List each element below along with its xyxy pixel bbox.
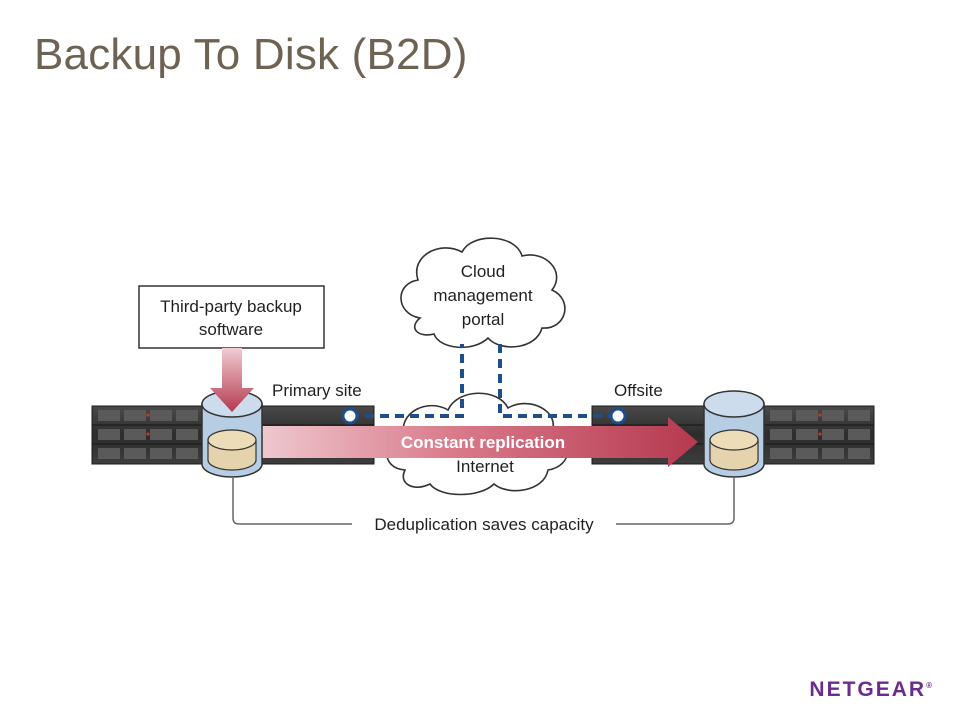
backup-software-box: [138, 285, 325, 349]
offsite-node: [609, 407, 627, 425]
cloud-management-portal-icon: [400, 237, 566, 349]
internet-label: Internet: [456, 457, 514, 476]
registered-mark: ®: [926, 681, 932, 690]
backup-down-arrow: [210, 348, 254, 412]
netgear-logo-text: NETGEAR: [809, 678, 927, 701]
cloud-label-line-1: Cloud: [461, 262, 505, 281]
replication-label: Constant replication: [401, 433, 565, 452]
constant-replication-arrow: [258, 417, 698, 467]
primary-site-label: Primary site: [272, 381, 362, 400]
slide-title: Backup To Disk (B2D): [34, 30, 468, 79]
cloud-label-line-3: portal: [462, 310, 505, 329]
management-dashed-links: [350, 344, 612, 418]
primary-site-node: [341, 407, 359, 425]
primary-disk-icon: [201, 390, 263, 478]
cloud-label-line-2: management: [433, 286, 533, 305]
deduplication-label: Deduplication saves capacity: [374, 515, 594, 534]
deduplication-bracket: [232, 478, 735, 525]
software-box-line-1: Third-party backup: [160, 297, 302, 316]
software-box-line-2: software: [199, 320, 263, 339]
offsite-label: Offsite: [614, 381, 663, 400]
offsite-disk-icon: [703, 390, 765, 478]
netgear-logo: NETGEAR®: [809, 678, 932, 702]
